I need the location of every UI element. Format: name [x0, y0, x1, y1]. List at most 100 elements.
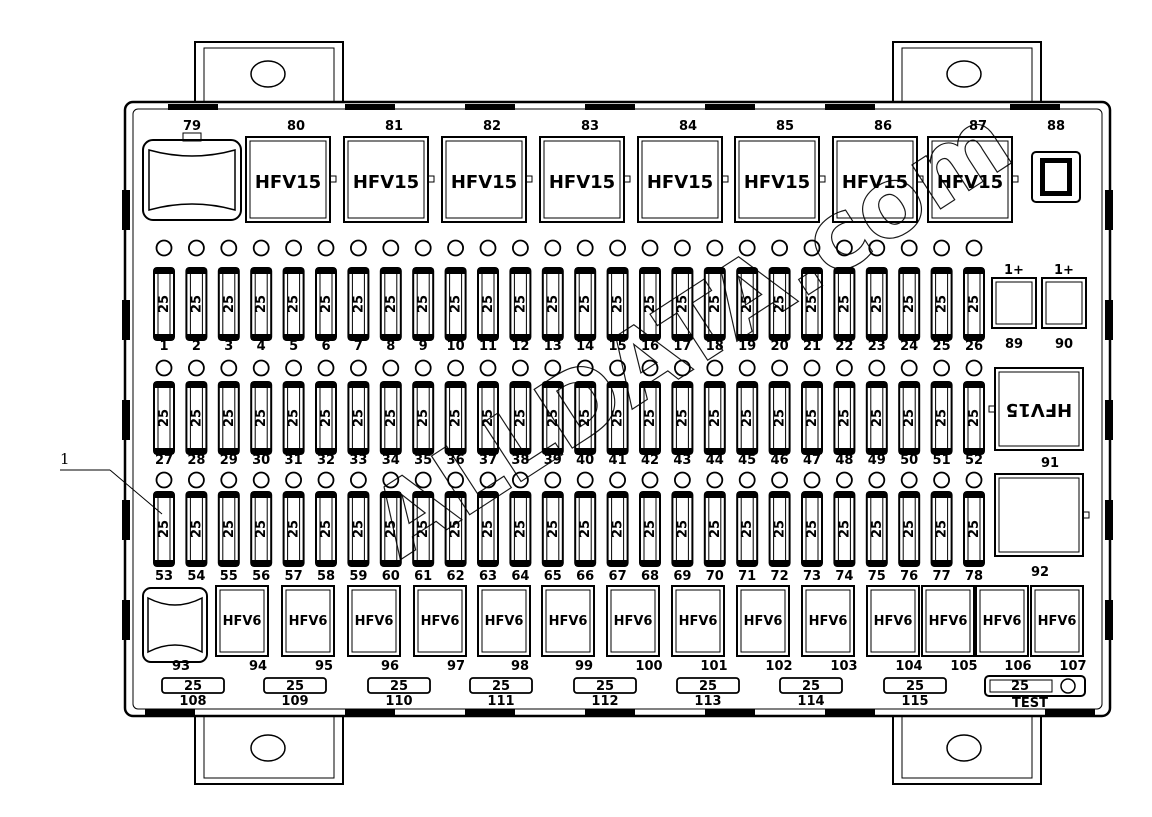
fuse-number: 60: [382, 569, 400, 584]
maxi-fuse-row: 2510825109251102511125112251132511425115…: [161, 675, 1086, 711]
fuse-rating: 25: [416, 409, 431, 427]
maxi-fuse-number: 111: [487, 694, 514, 709]
fuse-rating: 25: [319, 409, 334, 427]
relay-number: 90: [1055, 337, 1073, 352]
fuse-rating: 25: [611, 409, 626, 427]
fuse-rating: 25: [351, 520, 366, 538]
relay-number: 93: [172, 659, 190, 674]
fuse-rating: 25: [319, 520, 334, 538]
top-relay-row: 79HFV1580HFV1581HFV1582HFV1583HFV1584HFV…: [142, 119, 1081, 223]
relay-type-label: HFV6: [289, 614, 328, 629]
bottom-relay-row: 93HFV694HFV695HFV696HFV697HFV698HFV699HF…: [142, 585, 1087, 674]
relay-number: 103: [830, 659, 857, 674]
maxi-fuse-number: 108: [179, 694, 206, 709]
relay-type-label: HFV6: [809, 614, 848, 629]
fuse-rating: 25: [157, 409, 172, 427]
relay-type-label: HFV6: [485, 614, 524, 629]
fuse-rating: 25: [222, 295, 237, 313]
relay-number: 91: [1041, 456, 1059, 471]
relay-number: 98: [511, 659, 529, 674]
fuse-number: 55: [220, 569, 238, 584]
relay-type-label: HFV6: [355, 614, 394, 629]
relay-88: 88: [1031, 119, 1081, 203]
fuse-number: 35: [414, 453, 432, 468]
fuse-number: 49: [868, 453, 886, 468]
fuse-number: 62: [447, 569, 465, 584]
fuse-rating: 25: [384, 520, 399, 538]
maxi-fuse-number: 113: [694, 694, 721, 709]
fuse-number: 7: [354, 339, 363, 354]
fuse-rating: 25: [351, 295, 366, 313]
fuse-rating: 25: [935, 295, 950, 313]
fuse-number: 9: [419, 339, 428, 354]
fuse-number: 76: [900, 569, 918, 584]
relay-type-label: HFV6: [1038, 614, 1077, 629]
fuse-number: 40: [576, 453, 594, 468]
relay-type-label: HFV6: [421, 614, 460, 629]
fuse-number: 2: [192, 339, 201, 354]
fuse-rating: 25: [449, 520, 464, 538]
fuse-rating: 25: [967, 295, 982, 313]
callout-label: 1: [60, 450, 70, 468]
fuse-8: 258: [379, 239, 402, 354]
relay-number: 99: [575, 659, 593, 674]
fuse-rating: 25: [611, 520, 626, 538]
fuse-5: 255: [282, 239, 305, 354]
relay-type-label: HFV15: [353, 172, 419, 193]
mount-tab-bottom-right: [892, 711, 1042, 785]
fuse-number: 38: [511, 453, 529, 468]
relay-number: 100: [635, 659, 662, 674]
relay-type-label: HFV6: [549, 614, 588, 629]
fuse-number: 77: [933, 569, 951, 584]
fuse-rating: 25: [222, 520, 237, 538]
relay-number: 107: [1059, 659, 1086, 674]
fuse-rating: 25: [902, 520, 917, 538]
relay-number: 84: [679, 119, 697, 134]
fuse-number: 22: [835, 339, 853, 354]
fuse-number: 11: [479, 339, 497, 354]
relay-number: 92: [1031, 565, 1049, 580]
fuse-rating: 25: [773, 520, 788, 538]
mini-fuse-grid: 2512522532542552562572582592510251125122…: [153, 239, 985, 584]
fuse-number: 13: [544, 339, 562, 354]
fuse-rating: 25: [319, 295, 334, 313]
maxi-fuse-number: 114: [797, 694, 824, 709]
maxi-fuse-rating: 25: [802, 679, 820, 694]
fuse-rating: 25: [773, 409, 788, 427]
fuse-rating: 25: [189, 409, 204, 427]
fuse-rating: 25: [578, 520, 593, 538]
maxi-fuse-number: 109: [281, 694, 308, 709]
fuse-number: 52: [965, 453, 983, 468]
fuse-number: 17: [673, 339, 691, 354]
fuse-rating: 25: [481, 295, 496, 313]
fuse-rating: 25: [449, 409, 464, 427]
fuse-number: 29: [220, 453, 238, 468]
